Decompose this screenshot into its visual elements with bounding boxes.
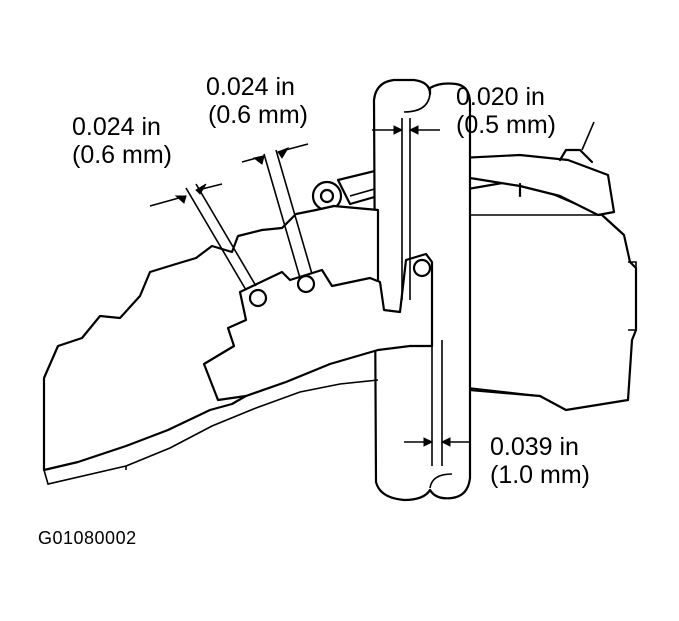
figure-code: G01080002 bbox=[38, 528, 137, 548]
gap-middle-inch-label: 0.024 in bbox=[206, 73, 295, 101]
gap-top-right-mm-label: (0.5 mm) bbox=[456, 111, 556, 139]
gap-middle-mm-label: (0.6 mm) bbox=[208, 101, 308, 129]
gap-bottom-right-mm-label: (1.0 mm) bbox=[490, 461, 590, 489]
gap-bottom-right-inch-label: 0.039 in bbox=[490, 433, 579, 461]
gap-left-inch-label: 0.024 in bbox=[72, 113, 161, 141]
gap-top-right-inch-label: 0.020 in bbox=[456, 83, 545, 111]
gap-left-mm-label: (0.6 mm) bbox=[72, 141, 172, 169]
dimension-lines bbox=[149, 118, 595, 466]
brake-shoe-assembly bbox=[42, 204, 434, 485]
